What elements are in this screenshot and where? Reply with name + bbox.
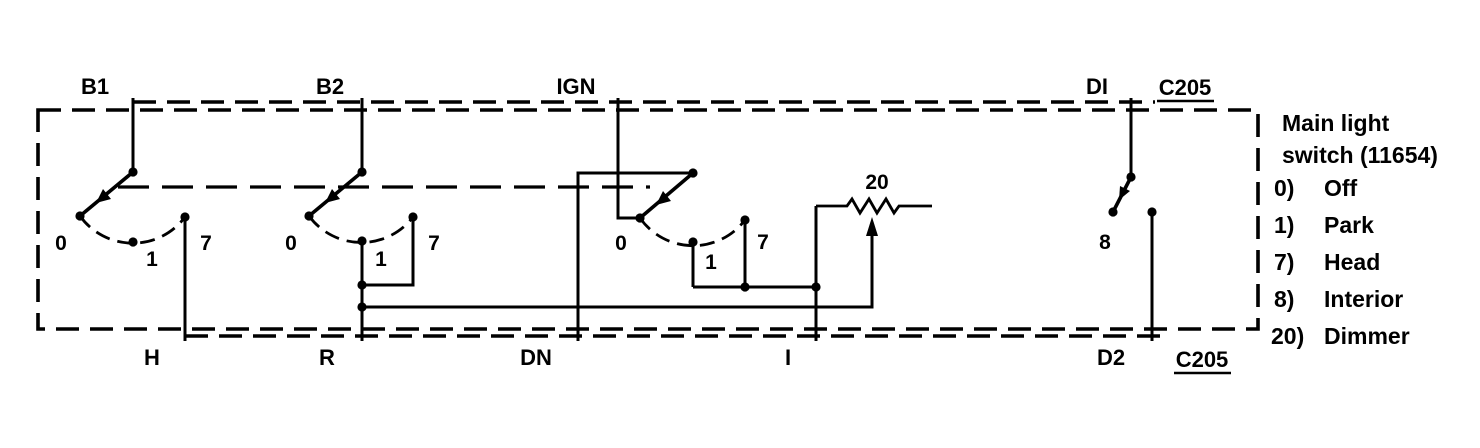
pin-label-h: H — [144, 345, 160, 370]
legend-value-dimmer: Dimmer — [1324, 323, 1410, 349]
pin-label-di: DI — [1086, 74, 1108, 99]
di-contact-d2-dot — [1147, 207, 1157, 217]
switch-ign: 0 1 7 — [576, 98, 816, 341]
b1-contact-0-dot — [75, 211, 85, 221]
b1-contact-1-dot — [128, 237, 138, 247]
rheostat-I-junction-dot — [811, 282, 821, 292]
legend-key-off: 0) — [1274, 175, 1294, 201]
dimmer-rheostat: 20 — [362, 171, 932, 341]
switch-di: 8 — [1099, 98, 1157, 341]
pin-label-b2: B2 — [316, 74, 344, 99]
wiper-arrowhead — [866, 217, 878, 236]
legend-key-dimmer: 20) — [1271, 323, 1304, 349]
ign-contact-0-label: 0 — [615, 232, 627, 255]
legend: Main light switch (11654) 0) Off 1) Park… — [1271, 110, 1438, 349]
wire-ign-pivot-to-DN — [576, 171, 693, 341]
legend-value-head: Head — [1324, 249, 1380, 275]
b2-contact-0-label: 0 — [285, 232, 297, 255]
di-contact-8-label: 8 — [1099, 231, 1111, 254]
legend-key-head: 7) — [1274, 249, 1294, 275]
b2-contact-0-dot — [304, 211, 314, 221]
ign-travel-arc — [638, 217, 747, 248]
pin-label-ign: IGN — [556, 74, 595, 99]
b2-contact-1-dot — [357, 236, 367, 246]
connector-c205-top-label: C205 — [1159, 75, 1212, 100]
b1-arm-arrowhead — [96, 189, 111, 203]
b1-pivot-dot — [128, 167, 138, 177]
wire-b2-head-jog — [362, 217, 415, 287]
ign-contact-1-label: 1 — [705, 251, 717, 274]
legend-title-line1: Main light — [1282, 110, 1390, 136]
legend-value-park: Park — [1324, 212, 1374, 238]
pin-label-dn: DN — [520, 345, 552, 370]
ign-contact-7-label: 7 — [757, 231, 769, 254]
b1-contact-7-dot — [180, 212, 190, 222]
b2-junction-285-dot — [357, 280, 367, 290]
di-arm-arrowhead — [1119, 186, 1130, 200]
legend-key-park: 1) — [1274, 212, 1294, 238]
switch-b1: 0 1 7 — [55, 98, 212, 341]
b1-contact-1-label: 1 — [146, 248, 158, 271]
legend-title-line2: switch (11654) — [1282, 142, 1438, 168]
rheostat-zigzag — [816, 196, 932, 216]
pin-label-i: I — [785, 345, 791, 370]
pin-label-b1: B1 — [81, 74, 109, 99]
switch-housing-dashed-box — [36, 108, 1260, 331]
legend-value-interior: Interior — [1324, 286, 1403, 312]
b1-contact-0-label: 0 — [55, 232, 67, 255]
ign-junction-745-dot — [740, 282, 750, 292]
wire-ign-entry — [616, 98, 640, 220]
wire-wiper-feed — [362, 233, 874, 309]
b1-contact-7-label: 7 — [200, 232, 212, 255]
dimmer-label: 20 — [865, 171, 888, 194]
di-pivot-dot — [1126, 172, 1136, 182]
b2-contact-7-dot — [408, 212, 418, 222]
b2-contact-7-label: 7 — [428, 232, 440, 255]
ign-pivot-dot — [688, 168, 698, 178]
legend-value-off: Off — [1324, 175, 1358, 201]
pin-label-d2: D2 — [1097, 345, 1125, 370]
b2-pivot-dot — [357, 167, 367, 177]
b2-arm-arrowhead — [325, 189, 340, 203]
ign-contact-1-dot — [688, 237, 698, 247]
pin-label-r: R — [319, 345, 335, 370]
ign-contact-7-dot — [740, 215, 750, 225]
ign-arm-arrowhead — [656, 191, 671, 205]
di-contact-8-dot — [1108, 207, 1118, 217]
ign-contact-0-dot — [635, 213, 645, 223]
connector-c205-bottom-label: C205 — [1176, 347, 1229, 372]
legend-key-interior: 8) — [1274, 286, 1294, 312]
b2-contact-1-label: 1 — [375, 248, 387, 271]
switch-b2: 0 1 7 — [285, 98, 440, 341]
b1-travel-arc — [78, 215, 187, 245]
